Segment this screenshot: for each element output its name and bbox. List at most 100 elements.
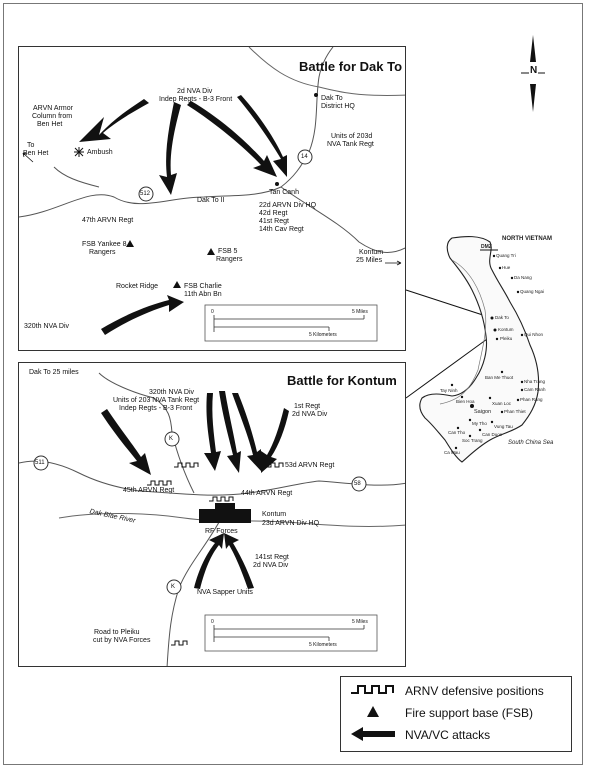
river-dakto [248,47,405,96]
kontum-scale-zero: 0 [211,619,214,625]
label-141st-regt: 141st Regt [255,554,289,561]
label-320th-nva-div-k: 320th NVA Div [149,389,195,396]
attack-arrow-tancanh-2 [237,95,287,177]
dakto-scale-km: 5 Kilometers [309,332,337,338]
label-arvn-armor: ARVN Armor [33,105,73,112]
outer-frame [3,3,583,765]
district-hq-dot-icon [314,93,318,97]
city-hue: Hue [502,265,511,270]
defensive-position-north [174,462,199,468]
legend-attacks-label: NVA/VC attacks [405,728,491,742]
legend-row-attacks: NVA/VC attacks [347,725,567,747]
vietnam-north-label: NORTH VIETNAM [502,236,552,242]
defensive-position-45th [147,480,172,486]
label-nva-sapper-units: NVA Sapper Units [197,589,253,596]
dakto-map-panel: Battle for Dak To 2d NVA Div Indep Regts… [18,46,406,351]
label-rf-forces: RF Forces [205,528,238,535]
label-42d-regt: 42d Regt [259,210,288,217]
ambush-star-icon [74,147,84,157]
city-bien-hoa: Bien Hoa [456,399,475,404]
city-quang-tri: Quang Tri [496,253,516,258]
kontum-city-block [199,509,251,523]
city-soc-trang: Soc Trang [462,438,483,443]
label-rocket-ridge: Rocket Ridge [116,283,159,290]
city-saigon: Saigon [474,409,492,415]
city-nha-trang: Nha Trang [524,379,546,384]
city-quang-ngai: Quang Ngai [520,289,545,294]
label-ambush: Ambush [87,149,113,156]
label-23d-arvn-div-hq: 23d ARVN Div HQ [262,520,320,527]
label-to-ben-het: Ben Het [23,150,49,157]
kontum-scale-miles: 5 Miles [352,619,368,625]
defensive-position-pleiku [171,640,188,646]
label-road-to-pleiku: Road to Pleiku [94,629,140,636]
arrow-to-ben-het [22,152,34,163]
attack-arrow-center-2 [219,391,241,473]
label-141st-2d-nva: 2d NVA Div [253,562,289,569]
city-dak-to: Dak To [495,315,509,320]
label-indep-regts: Indep Regts - B-3 Front [159,96,233,103]
label-units-203-nva: Units of 203 NVA Tank Regt [113,397,200,404]
label-tan-canh: Tan Canh [269,189,299,196]
label-2d-nva-div: 2d NVA Div [177,88,213,95]
label-kontum-city: Kontum [262,511,287,518]
legend-attack-arrow-icon [351,727,395,741]
city-da-nang: Da Nang [514,275,532,280]
city-cam-ranh: Cam Ranh [524,387,546,392]
legend-defensive-icon [351,685,394,694]
city-vung-tau: Vung Tau [494,424,513,429]
label-22d-arvn-div-hq: 22d ARVN Div HQ [259,202,317,209]
label-320th-nva-div: 320th NVA Div [24,323,70,330]
attack-arrow-center-3 [232,393,261,471]
legend-fsb-label: Fire support base (FSB) [405,706,534,720]
route-14-marker [297,149,313,165]
fsb-yankee-triangle-icon [126,240,134,247]
route-58-label: 58 [354,481,361,487]
label-nva-tank-regt: NVA Tank Regt [327,141,374,148]
kontum-title: Battle for Kontum [287,373,397,388]
route-58-marker [351,476,367,492]
road-to-ben-het [53,166,100,188]
label-44th-arvn-regt: 44th ARVN Regt [241,490,293,497]
attack-arrow-center-1 [204,393,221,471]
tan-canh-dot-icon [275,182,279,186]
road-511 [19,460,405,496]
label-1st-regt-2d-nva: 2d NVA Div [292,411,328,418]
label-cut-by-nva: cut by NVA Forces [93,637,151,644]
legend-row-defensive: ARNV defensive positions [347,681,567,703]
city-pleiku: Pleiku [500,336,513,341]
attack-arrow-daktoii [159,102,181,195]
label-dak-to-ii: Dak To II [197,197,225,204]
vietnam-dmz-label: DMZ [481,244,492,250]
city-can-duoc: Can Duoc [482,432,503,437]
fsb-5-triangle-icon [207,248,215,255]
route-14-label: 14 [301,154,308,160]
city-phan-rang: Phan Rang [520,397,543,402]
label-district-hq: District HQ [321,103,355,110]
route-511-marker [33,455,49,471]
label-dak-to: Dak To [321,95,343,102]
arrow-to-kontum [385,260,402,266]
route-k-south-label: K [171,584,176,590]
city-kontum: Kontum [498,327,514,332]
compass-north-label: N [529,65,539,76]
label-47th-arvn-regt: 47th ARVN Regt [82,217,134,224]
legend-defensive-label: ARNV defensive positions [405,684,544,698]
attack-arrow-1st-regt [261,408,289,473]
route-512-label: 512 [140,191,151,197]
road-dak-to [98,372,173,434]
defensive-position-44th [209,496,234,502]
legend-row-fsb: Fire support base (FSB) [347,703,567,725]
label-dak-to-25-miles: Dak To 25 miles [29,369,79,376]
city-can-tho: Can Tho [448,430,466,435]
label-fsb-5: FSB 5 [218,248,238,255]
dakto-scale-box [204,304,378,342]
city-my-tho: My Tho [472,421,487,426]
dakto-title: Battle for Dak To [299,59,403,74]
legend-fsb-triangle-icon [367,706,379,717]
dakto-scale-zero: 0 [211,309,214,315]
route-k-south-marker [166,579,182,595]
attack-arrow-tancanh-1 [187,101,277,177]
city-qui-nhon: Qui Nhon [524,332,544,337]
